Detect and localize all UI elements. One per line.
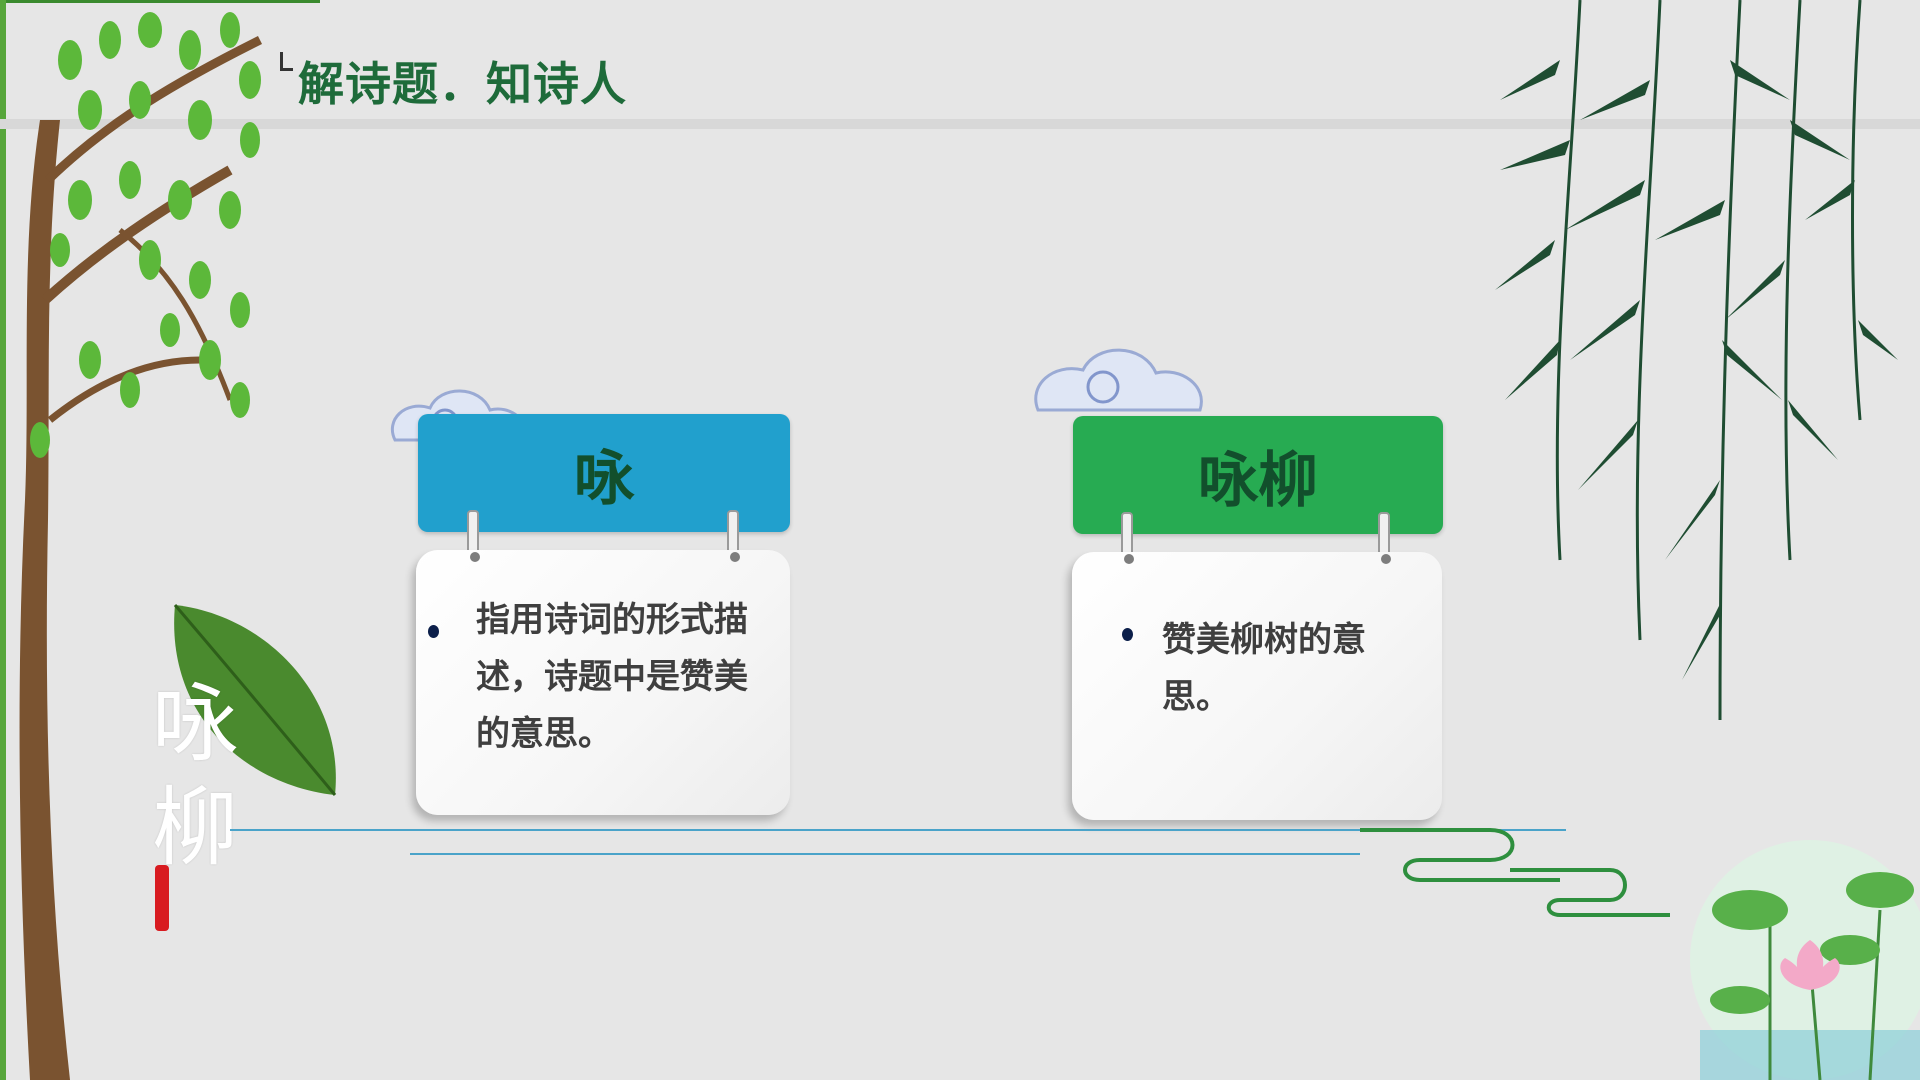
- wave-ornament: [1360, 828, 1670, 917]
- left-accent-bar: [0, 0, 6, 1080]
- willow-branches: [1495, 0, 1898, 721]
- card-body-yongliu: 赞美柳树的意思。: [1072, 552, 1442, 820]
- tree-illustration: [19, 12, 263, 1080]
- leaf-illustration: [173, 604, 337, 796]
- seal-stamp: [155, 865, 169, 931]
- card-header-label: 咏: [574, 443, 634, 514]
- side-title: 咏柳: [152, 674, 238, 878]
- ring-hole: [1124, 554, 1134, 564]
- title-mark-icon: [280, 52, 293, 71]
- card-body-yong: 指用诗词的形式描述，诗题中是赞美的意思。: [416, 550, 790, 815]
- card-body-text: 赞美柳树的意思。: [1162, 620, 1366, 717]
- ring-hole: [1381, 554, 1391, 564]
- bullet-icon: [428, 625, 439, 638]
- ring-hole: [730, 552, 740, 562]
- card-header-yongliu: 咏柳: [1073, 416, 1443, 534]
- lotus-pond-illustration: [1690, 840, 1920, 1080]
- header-divider: [0, 119, 1920, 129]
- page-title: 解诗题．知诗人: [298, 57, 627, 111]
- decor-line: [410, 853, 1360, 855]
- decor-line: [230, 829, 1566, 831]
- ring-hole: [470, 552, 480, 562]
- top-accent-line: [0, 0, 320, 3]
- bullet-icon: [1122, 628, 1133, 641]
- card-header-label: 咏柳: [1198, 445, 1318, 516]
- cloud-icon: [1034, 348, 1203, 412]
- card-body-text: 指用诗词的形式描述，诗题中是赞美的意思。: [476, 600, 748, 754]
